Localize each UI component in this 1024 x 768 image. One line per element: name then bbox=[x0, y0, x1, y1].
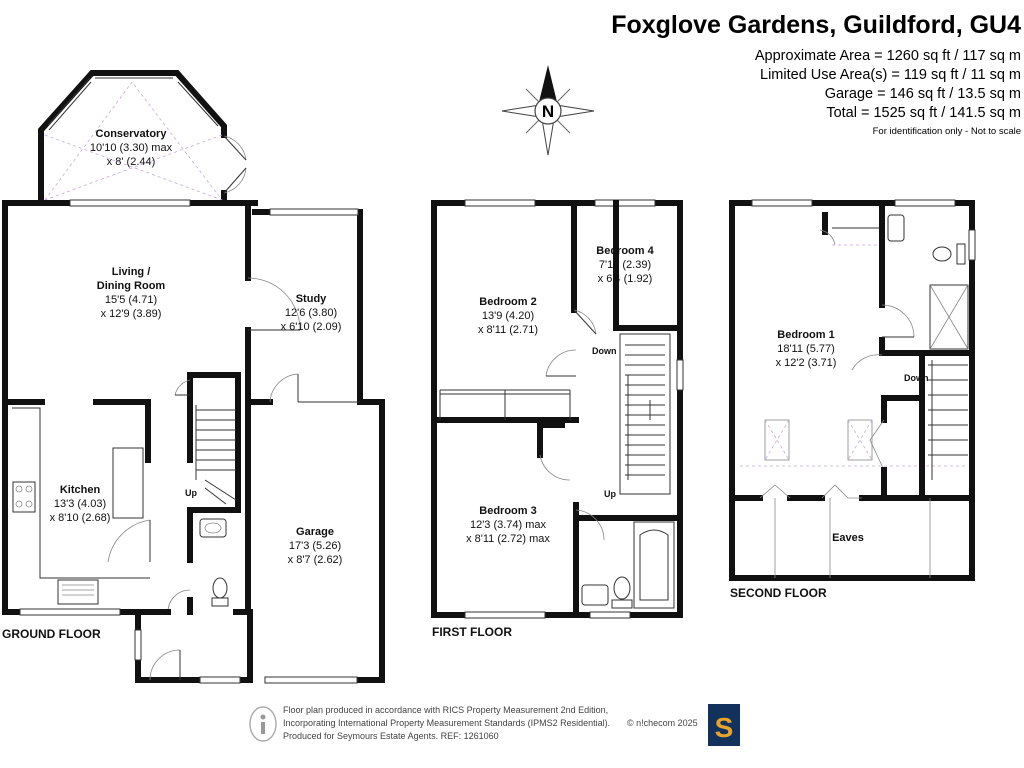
label-garage: Garage 17'3 (5.26) x 8'7 (2.62) bbox=[288, 526, 343, 566]
svg-text:x 8'11 (2.71): x 8'11 (2.71) bbox=[478, 324, 538, 336]
svg-text:Bedroom 2: Bedroom 2 bbox=[479, 296, 536, 308]
svg-text:Dining Room: Dining Room bbox=[97, 280, 166, 292]
svg-text:12'6 (3.80): 12'6 (3.80) bbox=[285, 307, 337, 319]
svg-text:x 12'9 (3.89): x 12'9 (3.89) bbox=[101, 308, 162, 320]
label-conservatory: Conservatory 10'10 (3.30) max x 8' (2.44… bbox=[90, 128, 173, 168]
area-approximate: Approximate Area = 1260 sq ft / 117 sq m bbox=[755, 48, 1021, 64]
first-floor-plan bbox=[431, 199, 684, 619]
svg-text:12'3 (3.74) max: 12'3 (3.74) max bbox=[470, 519, 547, 531]
svg-text:x 8'7 (2.62): x 8'7 (2.62) bbox=[288, 554, 343, 566]
svg-text:Living /: Living / bbox=[112, 266, 151, 278]
stair-label-down-first: Down bbox=[592, 346, 617, 356]
svg-text:x 8'11 (2.72) max: x 8'11 (2.72) max bbox=[466, 533, 550, 545]
footer-line-2: Incorporating International Property Mea… bbox=[283, 718, 610, 728]
stair-label-down-second: Down bbox=[904, 373, 929, 383]
floor-label-second: SECOND FLOOR bbox=[730, 586, 827, 600]
compass-letter: N bbox=[542, 102, 554, 121]
svg-text:Garage: Garage bbox=[296, 526, 334, 538]
ground-floor-plan bbox=[2, 70, 385, 684]
label-bedroom-2: Bedroom 2 13'9 (4.20) x 8'11 (2.71) bbox=[478, 296, 538, 336]
property-title: Foxglove Gardens, Guildford, GU4 bbox=[611, 11, 1021, 39]
compass-rose-icon: N bbox=[501, 65, 595, 156]
svg-text:13'3 (4.03): 13'3 (4.03) bbox=[54, 498, 106, 510]
footer-line-1: Floor plan produced in accordance with R… bbox=[283, 705, 608, 715]
label-bedroom-1: Bedroom 1 18'11 (5.77) x 12'2 (3.71) bbox=[776, 329, 837, 369]
svg-text:10'10 (3.30) max: 10'10 (3.30) max bbox=[90, 142, 173, 154]
footer-line-3: Produced for Seymours Estate Agents. REF… bbox=[283, 731, 499, 741]
label-eaves: Eaves bbox=[832, 532, 864, 544]
second-floor-plan bbox=[729, 199, 976, 581]
area-summary: Approximate Area = 1260 sq ft / 117 sq m… bbox=[755, 48, 1021, 121]
svg-text:x 8'10 (2.68): x 8'10 (2.68) bbox=[50, 512, 111, 524]
svg-text:Bedroom 4: Bedroom 4 bbox=[596, 245, 654, 257]
footer-text: Floor plan produced in accordance with R… bbox=[283, 705, 610, 741]
svg-text:13'9 (4.20): 13'9 (4.20) bbox=[482, 310, 534, 322]
svg-text:18'11 (5.77): 18'11 (5.77) bbox=[777, 343, 835, 355]
svg-text:Bedroom 3: Bedroom 3 bbox=[479, 505, 536, 517]
area-limited-use: Limited Use Area(s) = 119 sq ft / 11 sq … bbox=[760, 67, 1021, 83]
area-total: Total = 1525 sq ft / 141.5 sq m bbox=[826, 105, 1021, 121]
svg-text:Kitchen: Kitchen bbox=[60, 484, 101, 496]
svg-text:15'5 (4.71): 15'5 (4.71) bbox=[105, 294, 157, 306]
label-study: Study 12'6 (3.80) x 6'10 (2.09) bbox=[281, 293, 342, 333]
label-bedroom-4: Bedroom 4 7'10 (2.39) x 6'4 (1.92) bbox=[596, 245, 654, 285]
svg-text:17'3 (5.26): 17'3 (5.26) bbox=[289, 540, 341, 552]
svg-text:Bedroom 1: Bedroom 1 bbox=[777, 329, 834, 341]
svg-text:7'10 (2.39): 7'10 (2.39) bbox=[599, 259, 651, 271]
disclaimer: For identification only - Not to scale bbox=[873, 126, 1021, 137]
floor-label-ground: GROUND FLOOR bbox=[2, 627, 101, 641]
svg-text:Conservatory: Conservatory bbox=[96, 128, 168, 140]
area-garage: Garage = 146 sq ft / 13.5 sq m bbox=[825, 86, 1021, 102]
svg-text:Study: Study bbox=[296, 293, 327, 305]
label-living-dining-room: Living / Dining Room 15'5 (4.71) x 12'9 … bbox=[97, 266, 166, 320]
info-person-icon bbox=[249, 706, 277, 742]
stair-label-up-first: Up bbox=[604, 489, 616, 499]
label-kitchen: Kitchen 13'3 (4.03) x 8'10 (2.68) bbox=[50, 484, 111, 524]
svg-text:x 6'4 (1.92): x 6'4 (1.92) bbox=[598, 273, 653, 285]
svg-text:x 8' (2.44): x 8' (2.44) bbox=[107, 156, 156, 168]
label-bedroom-3: Bedroom 3 12'3 (3.74) max x 8'11 (2.72) … bbox=[466, 505, 550, 545]
footer-copyright: © n!checom 2025 bbox=[627, 718, 698, 728]
floor-label-first: FIRST FLOOR bbox=[432, 625, 512, 639]
svg-text:x 6'10 (2.09): x 6'10 (2.09) bbox=[281, 321, 342, 333]
svg-text:x 12'2 (3.71): x 12'2 (3.71) bbox=[776, 357, 837, 369]
stair-label-up-ground: Up bbox=[185, 488, 197, 498]
logo-letter: S bbox=[715, 712, 734, 743]
seymours-logo-icon: S bbox=[708, 704, 740, 746]
